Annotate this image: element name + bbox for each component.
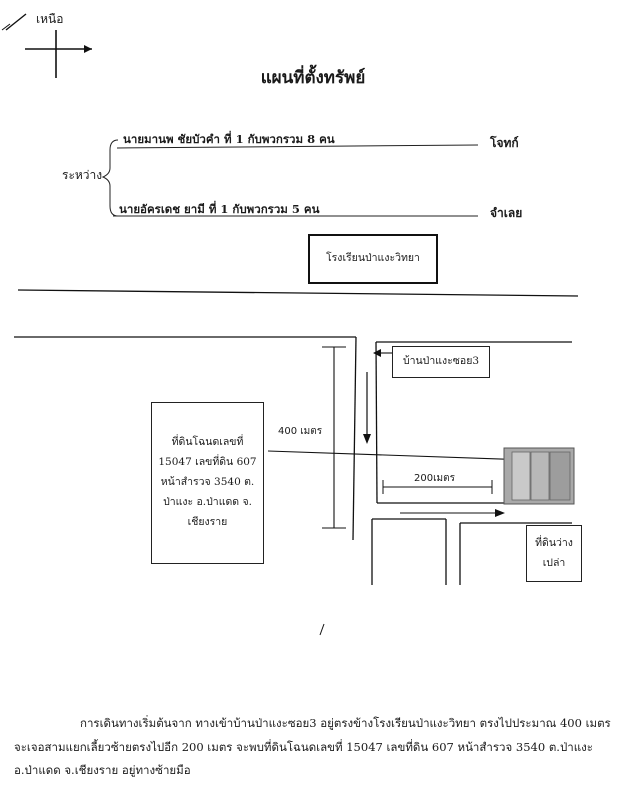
vacant-line: ที่ดินว่าง bbox=[535, 536, 573, 549]
between-label: ระหว่าง bbox=[62, 168, 103, 182]
parcel-line: ป่าแงะ อ.ป่าแดด จ. bbox=[163, 495, 252, 508]
parcel-line: ที่ดินโฉนดเลขที่ bbox=[171, 436, 244, 449]
parties-lines bbox=[101, 139, 479, 217]
description-line-1: การเดินทางเริ่มต้นจาก ทางเข้าบ้านป่าแงะซ… bbox=[80, 716, 611, 730]
distance-200-label: 200เมตร bbox=[414, 473, 455, 484]
description-line-2: จะเจอสามแยกเลี้ยวซ้ายตรงไปอีก 200 เมตร จ… bbox=[14, 739, 593, 754]
north-label: เหนือ bbox=[36, 12, 64, 26]
school-label: โรงเรียนป่าแงะวิทยา bbox=[326, 252, 420, 265]
plaintiff-role: โจทก์ bbox=[490, 136, 519, 150]
parcel-line: 15047 เลขที่ดิน 607 bbox=[158, 456, 257, 469]
village-label: บ้านป่าแงะซอย3 bbox=[402, 355, 480, 368]
school-box: โรงเรียนป่าแงะวิทยา bbox=[308, 234, 438, 284]
village-box: บ้านป่าแงะซอย3 bbox=[392, 346, 490, 378]
map-drawing bbox=[14, 289, 579, 636]
parcel-line: เชียงราย bbox=[187, 515, 228, 528]
description-line-3: อ.ป่าแดด จ.เชียงราย อยู่ทางซ้ายมือ bbox=[14, 763, 191, 778]
plaintiff-name: นายมานพ ชัยบัวคำ ที่ 1 กับพวกรวม 8 คน bbox=[123, 132, 335, 146]
route-description: การเดินทางเริ่มต้นจาก ทางเข้าบ้านป่าแงะซ… bbox=[14, 712, 614, 783]
defendant-role: จำเลย bbox=[490, 206, 523, 220]
vacant-land-box: ที่ดินว่าง เปล่า bbox=[526, 525, 582, 582]
parcel-line: หน้าสำรวจ 3540 ต. bbox=[160, 476, 255, 489]
distance-400-label: 400 เมตร bbox=[278, 426, 323, 437]
page-title: แผนที่ตั้งทรัพย์ bbox=[260, 68, 366, 88]
defendant-name: นายอัครเดช ยามี ที่ 1 กับพวกรวม 5 คน bbox=[119, 202, 320, 216]
north-arrow-icon bbox=[1, 13, 92, 78]
vacant-line: เปล่า bbox=[542, 556, 566, 569]
parcel-box: ที่ดินโฉนดเลขที่ 15047 เลขที่ดิน 607 หน้… bbox=[151, 402, 264, 564]
